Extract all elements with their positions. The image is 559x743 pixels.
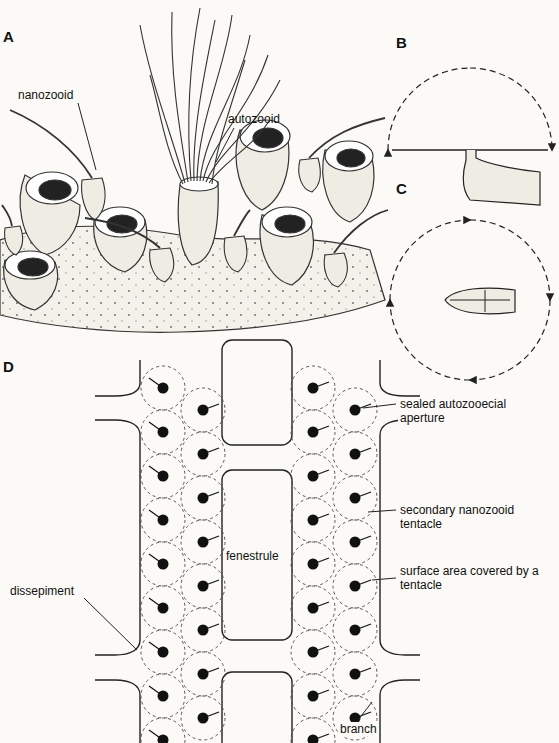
panel-letter: C — [396, 182, 407, 196]
nanozooid-tentacle — [313, 470, 329, 476]
nanozooids — [2, 110, 388, 287]
part-label: nanozooid — [18, 88, 73, 102]
tentacle-area-circle — [141, 410, 185, 454]
nanozooid-tentacle — [203, 668, 219, 674]
tentacle-area-circle — [291, 366, 335, 410]
leader-line — [78, 103, 96, 170]
tentacle-area-circle — [291, 542, 335, 586]
tentacle-area-circle — [141, 630, 185, 674]
tentacle-area-circle — [333, 432, 377, 476]
nanozooid-tentacle — [355, 668, 371, 674]
tentacle-area-circle — [181, 520, 225, 564]
nanozooid-tentacle — [203, 404, 219, 410]
tentacle-area-circle — [333, 652, 377, 696]
nanozooid-tentacle — [149, 466, 163, 476]
tentacle-area-circle — [181, 608, 225, 652]
nanozooid-tentacle — [149, 510, 163, 520]
tentacle-area-circle — [141, 718, 185, 743]
nanozooid-tentacle — [355, 448, 371, 454]
tentacle-area-circle — [333, 564, 377, 608]
nanozooid-tentacle — [313, 690, 329, 696]
tentacle-area-circle — [181, 476, 225, 520]
part-label: secondary nanozooid tentacle — [398, 503, 552, 531]
tentacle-area-circle — [141, 366, 185, 410]
tentacle-area-circle — [333, 476, 377, 520]
tentacle-area-circle — [141, 454, 185, 498]
part-label: dissepiment — [8, 584, 76, 598]
panel-letter: A — [3, 30, 14, 44]
part-label: sealed autozooecial aperture — [398, 397, 552, 425]
part-label: fenestrule — [226, 549, 290, 563]
nanozooid-tentacle — [203, 492, 219, 498]
tentacle-area-circle — [141, 586, 185, 630]
nanozooid-tentacle — [203, 712, 219, 718]
nanozooid-tentacle — [149, 554, 163, 564]
aperture-dot — [158, 735, 169, 743]
panel-b-figure — [388, 68, 552, 205]
nanozooid-tentacle — [203, 580, 219, 586]
nanozooid-tentacle — [149, 598, 163, 608]
nanozooid-tentacle — [313, 558, 329, 564]
nanozooid-tentacle — [149, 378, 163, 388]
tentacle-area-circle — [181, 696, 225, 740]
autozooid-tentacles — [140, 8, 280, 184]
tentacle-area-circle — [181, 432, 225, 476]
tentacle-area-circle — [181, 652, 225, 696]
part-label: branch — [338, 722, 379, 736]
tentacle-area-circle — [181, 564, 225, 608]
nanozooid-tentacle — [313, 514, 329, 520]
panel-letter: B — [396, 36, 407, 50]
tentacle-area-circle — [291, 718, 335, 743]
nanozooid-tentacle — [355, 536, 371, 542]
tentacle-area-circle — [333, 388, 377, 432]
tentacle-area-circle — [291, 630, 335, 674]
part-label: surface area covered by a tentacle — [398, 564, 552, 592]
nanozooid-tentacle — [313, 382, 329, 388]
nanozooid-tentacle — [203, 536, 219, 542]
part-label: autozooid — [228, 112, 280, 126]
nanozooid-tentacle — [355, 624, 371, 630]
leader-lines — [84, 404, 396, 720]
tentacle-area-circle — [291, 674, 335, 718]
nanozooid-tentacle — [203, 624, 219, 630]
nanozooid-tentacle — [203, 448, 219, 454]
tentacle-area-circle — [291, 498, 335, 542]
tentacle-area-circle — [333, 520, 377, 564]
nanozooid-tentacle — [149, 686, 163, 696]
nanozooid-tentacle — [355, 492, 371, 498]
nanozooid-tentacle — [149, 642, 163, 652]
panel-c-figure — [390, 220, 550, 380]
panel-letter: D — [3, 360, 14, 374]
nanozooid-tentacle — [149, 730, 163, 740]
tentacle-area-circle — [141, 498, 185, 542]
zooid-circles — [141, 366, 377, 743]
nanozooid-tentacle — [313, 734, 329, 740]
branch-outlines — [95, 340, 420, 743]
tentacle-area-circle — [291, 410, 335, 454]
tentacle-area-circle — [291, 586, 335, 630]
leader-line — [216, 128, 234, 162]
tentacle-area-circle — [291, 454, 335, 498]
tentacle-area-circle — [141, 674, 185, 718]
tentacle-area-circle — [333, 608, 377, 652]
nanozooid-tentacle — [313, 646, 329, 652]
tentacle-area-circle — [141, 542, 185, 586]
nanozooid-tentacle — [149, 422, 163, 432]
tentacle-area-circle — [181, 388, 225, 432]
nanozooid-tentacle — [355, 580, 371, 586]
nanozooid-tentacle — [313, 426, 329, 432]
nanozooid-tentacle — [313, 602, 329, 608]
